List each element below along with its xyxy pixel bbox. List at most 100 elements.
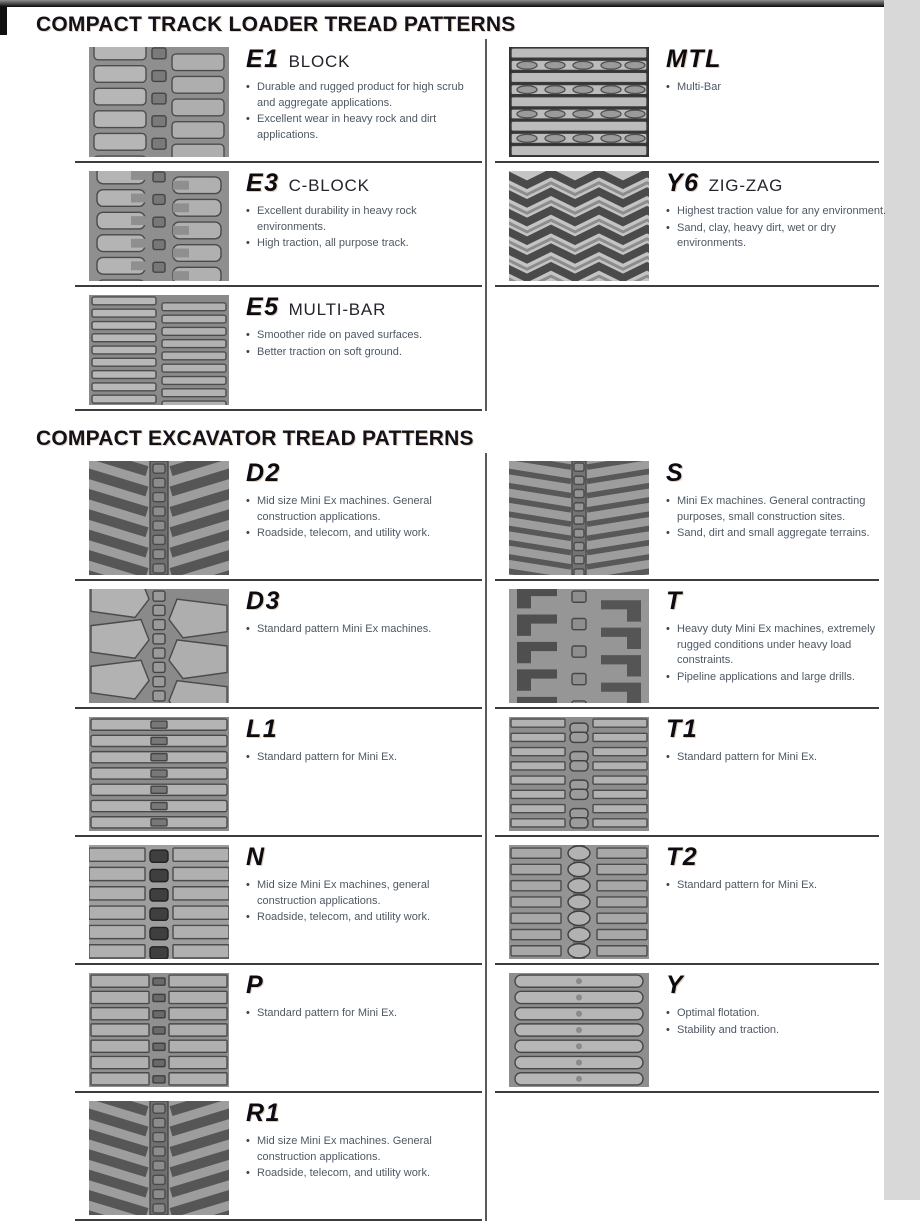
pattern-heading: T1 (666, 717, 894, 742)
pattern-code: E3 (246, 169, 280, 197)
tread-entry-e5: E5 MULTI-BAR Smoother ride on paved surfac… (75, 287, 482, 411)
page-left-rule (0, 7, 7, 35)
pattern-bullet: Heavy duty Mini Ex machines, extremely r… (666, 622, 894, 669)
n-tread-photo (89, 845, 229, 959)
pattern-bullet-list: Standard pattern for Mini Ex. (246, 750, 474, 766)
column-divider (485, 453, 487, 1221)
pattern-bullet: Standard pattern for Mini Ex. (246, 750, 474, 766)
pattern-bullet: Highest traction value for any environme… (666, 204, 894, 220)
page-top-rule (0, 0, 884, 7)
pattern-bullet: Stability and traction. (666, 1023, 894, 1039)
s-tread-photo (509, 461, 649, 575)
pattern-code: R1 (246, 1099, 281, 1127)
pattern-heading: E1 BLOCK (246, 47, 478, 72)
t-tread-photo (509, 589, 649, 703)
pattern-bullet-list: Mid size Mini Ex machines. General const… (246, 1134, 474, 1182)
section-title: COMPACT TRACK LOADER TREAD PATTERNS (36, 13, 516, 36)
pattern-bullet: Excellent wear in heavy rock and dirt ap… (246, 112, 474, 143)
pattern-heading: Y (666, 973, 894, 998)
tread-entry-l1: L1Standard pattern for Mini Ex. (75, 709, 482, 837)
tread-info: E1 BLOCK Durable and rugged product for hi… (246, 46, 478, 157)
e1-tread-photo (89, 47, 229, 157)
pattern-heading: P (246, 973, 478, 998)
tread-info: E3C-BLOCKExcellent durability in heavy r… (246, 170, 478, 281)
pattern-code: E1 (246, 45, 280, 73)
pattern-bullet: Smoother ride on paved surfaces. (246, 328, 474, 344)
pattern-code: T1 (666, 715, 699, 743)
tread-info: T2Standard pattern for Mini Ex. (666, 844, 894, 959)
tread-entry-d2: D2Mid size Mini Ex machines. General con… (75, 453, 482, 581)
tread-entry-s: SMini Ex machines. General contracting p… (495, 453, 879, 581)
tread-info: Y6 ZIG-ZAG Highest traction value for any … (666, 170, 894, 281)
pattern-heading: L1 (246, 717, 478, 742)
pattern-code: Y6 (666, 169, 700, 197)
pattern-bullet-list: Mini Ex machines. General contracting pu… (666, 494, 894, 542)
two-column-layout: D2Mid size Mini Ex machines. General con… (0, 453, 884, 1221)
pattern-bullet-list: Highest traction value for any environme… (666, 204, 894, 252)
tread-entry-y: YOptimal flotation.Stability and tractio… (495, 965, 879, 1093)
pattern-bullet: Pipeline applications and large drills. (666, 670, 894, 686)
pattern-bullet: Standard pattern for Mini Ex. (246, 1006, 474, 1022)
pattern-heading: D3 (246, 589, 478, 614)
l1-tread-photo (89, 717, 229, 831)
pattern-bullet: Optimal flotation. (666, 1006, 894, 1022)
pattern-code: E5 (246, 293, 280, 321)
tread-info: THeavy duty Mini Ex machines, extremely … (666, 588, 894, 703)
tread-info: N Mid size Mini Ex machines, general cons… (246, 844, 478, 959)
pattern-bullet: Mini Ex machines. General contracting pu… (666, 494, 894, 525)
catalog-page: COMPACT TRACK LOADER TREAD PATTERNS E1 BL… (0, 0, 884, 1200)
tread-entry-t2: T2Standard pattern for Mini Ex. (495, 837, 879, 965)
t1-tread-photo (509, 717, 649, 831)
e5-tread-photo (89, 295, 229, 405)
pattern-bullet: Standard pattern for Mini Ex. (666, 750, 894, 766)
pattern-bullet: Mid size Mini Ex machines, general const… (246, 878, 474, 909)
pattern-name: MULTI-BAR (288, 300, 387, 319)
tread-entry-t: THeavy duty Mini Ex machines, extremely … (495, 581, 879, 709)
tread-info: D2Mid size Mini Ex machines. General con… (246, 460, 478, 575)
column-left: D2Mid size Mini Ex machines. General con… (75, 453, 482, 1221)
pattern-name: ZIG-ZAG (708, 176, 784, 195)
tread-entry-e1: E1 BLOCK Durable and rugged product for hi… (75, 39, 482, 163)
pattern-bullet-list: Mid size Mini Ex machines, general const… (246, 878, 474, 926)
pattern-bullet: Multi-Bar (666, 80, 894, 96)
pattern-bullet-list: Durable and rugged product for high scru… (246, 80, 474, 143)
pattern-bullet-list: Heavy duty Mini Ex machines, extremely r… (666, 622, 894, 685)
pattern-heading: MTL (666, 47, 894, 72)
tread-entry-p: P Standard pattern for Mini Ex. (75, 965, 482, 1093)
pattern-heading: E5 MULTI-BAR (246, 295, 478, 320)
pattern-bullet-list: Standard pattern for Mini Ex. (246, 1006, 474, 1022)
d3-tread-photo (89, 589, 229, 703)
d2-tread-photo (89, 461, 229, 575)
tread-info: E5 MULTI-BAR Smoother ride on paved surfac… (246, 294, 478, 405)
section-title: COMPACT EXCAVATOR TREAD PATTERNS (36, 427, 474, 450)
pattern-name: BLOCK (288, 52, 351, 71)
pattern-heading: T2 (666, 845, 894, 870)
pattern-heading: Y6 ZIG-ZAG (666, 171, 894, 196)
tread-info: R1Mid size Mini Ex machines. General con… (246, 1100, 478, 1215)
column-divider (485, 39, 487, 411)
tread-entry-r1: R1Mid size Mini Ex machines. General con… (75, 1093, 482, 1221)
pattern-bullet: Standard pattern Mini Ex machines. (246, 622, 474, 638)
pattern-bullet: Mid size Mini Ex machines. General const… (246, 1134, 474, 1165)
pattern-bullet-list: Multi-Bar (666, 80, 894, 96)
pattern-code: T2 (666, 843, 699, 871)
tread-info: T1Standard pattern for Mini Ex. (666, 716, 894, 831)
tread-info: L1Standard pattern for Mini Ex. (246, 716, 478, 831)
pattern-heading: N (246, 845, 478, 870)
two-column-layout: E1 BLOCK Durable and rugged product for hi… (0, 39, 886, 411)
pattern-bullet: Mid size Mini Ex machines. General const… (246, 494, 474, 525)
tread-info: Y Optimal flotation.Stability and tractio… (666, 972, 894, 1087)
pattern-bullet: Roadside, telecom, and utility work. (246, 1166, 474, 1182)
section-excavator: COMPACT EXCAVATOR TREAD PATTERNS D2Mid s… (0, 427, 884, 1221)
e3-tread-photo (89, 171, 229, 281)
tread-entry-n: N Mid size Mini Ex machines, general cons… (75, 837, 482, 965)
pattern-bullet: Roadside, telecom, and utility work. (246, 526, 474, 542)
pattern-code: Y (666, 971, 685, 999)
pattern-bullet: Sand, dirt and small aggregate terrains. (666, 526, 894, 542)
mtl-tread-photo (509, 47, 649, 157)
tread-entry-d3: D3Standard pattern Mini Ex machines. (75, 581, 482, 709)
